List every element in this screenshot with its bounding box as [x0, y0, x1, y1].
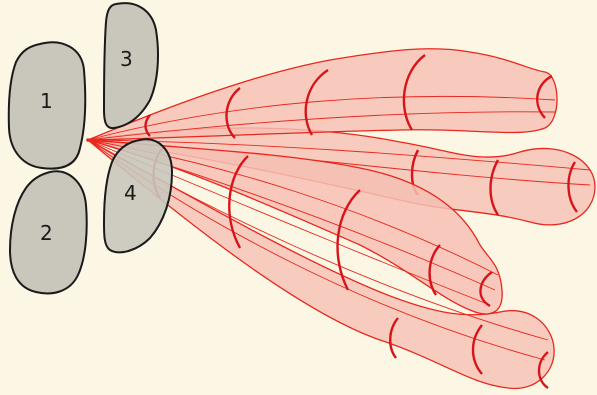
element-3-label: 3	[120, 47, 133, 71]
element-4-label: 4	[124, 181, 137, 205]
element-1-label: 1	[40, 89, 53, 113]
element-2-label: 2	[40, 221, 53, 245]
element-1: 1	[9, 42, 85, 168]
feed-point	[86, 138, 90, 142]
element-4: 4	[104, 139, 172, 252]
element-3: 3	[104, 3, 158, 128]
element-2: 2	[10, 171, 87, 293]
